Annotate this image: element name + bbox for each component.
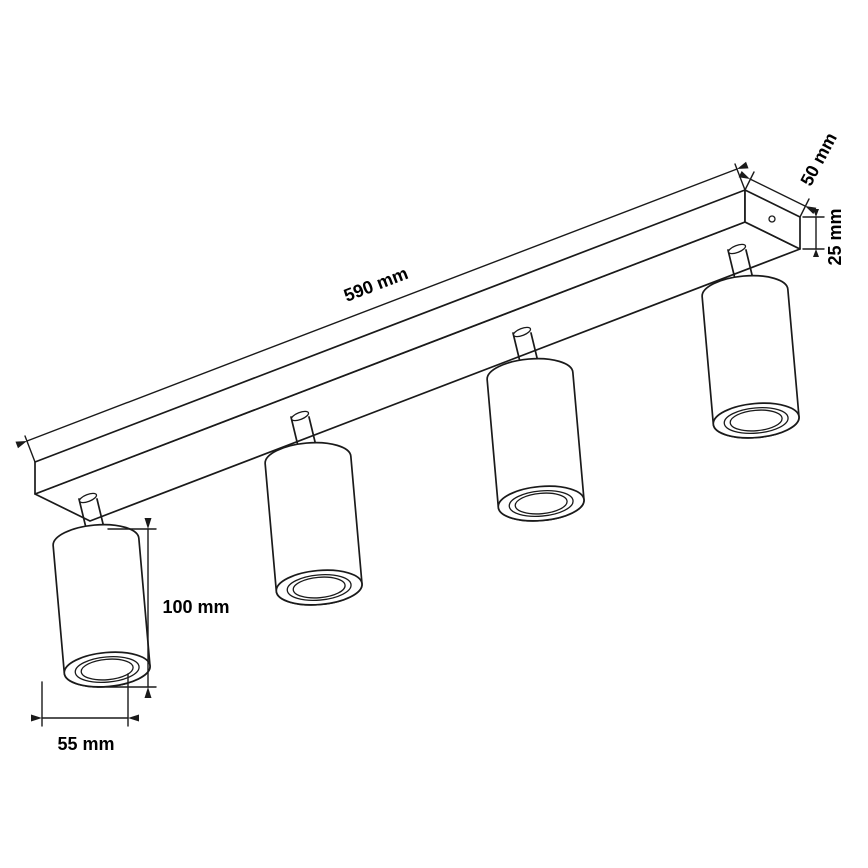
mounting-rail xyxy=(34,189,801,522)
spotlight-3-body xyxy=(486,357,585,522)
dimension-rail-height: 25 mm xyxy=(802,208,845,266)
spot-diameter-label: 55 mm xyxy=(57,734,114,754)
rail-front-face xyxy=(34,189,746,495)
stem-mount-disc xyxy=(78,492,98,504)
rail-end-hole xyxy=(768,215,776,223)
dimension-rail-length: 590 mm xyxy=(15,161,749,463)
spot-aperture xyxy=(80,658,134,681)
dimension-line xyxy=(15,161,749,449)
spot-inner-ring xyxy=(286,574,352,602)
spotlight-1-body xyxy=(52,523,151,688)
dimension-spot-height: 100 mm xyxy=(96,518,230,698)
spot-inner-ring xyxy=(74,656,140,684)
rail-length-label: 590 mm xyxy=(341,263,411,306)
spot-opening-rim xyxy=(275,569,363,606)
rail-bottom-face xyxy=(34,221,801,522)
spotlight-2-body xyxy=(264,441,363,606)
spotlight-4-body xyxy=(701,274,800,439)
dimension-line xyxy=(738,171,817,214)
spot-inner-ring xyxy=(508,490,574,518)
spotlight-1 xyxy=(52,492,151,688)
spot-aperture xyxy=(514,492,568,515)
extension-line xyxy=(799,198,810,218)
spot-height-label: 100 mm xyxy=(162,597,229,617)
spot-opening-rim xyxy=(497,485,585,522)
rail-depth-label: 50 mm xyxy=(796,129,840,189)
rail-height-label: 25 mm xyxy=(825,208,845,265)
extension-line xyxy=(734,163,746,191)
dimension-spot-diameter: 55 mm xyxy=(31,673,139,754)
spot-aperture xyxy=(292,576,346,599)
